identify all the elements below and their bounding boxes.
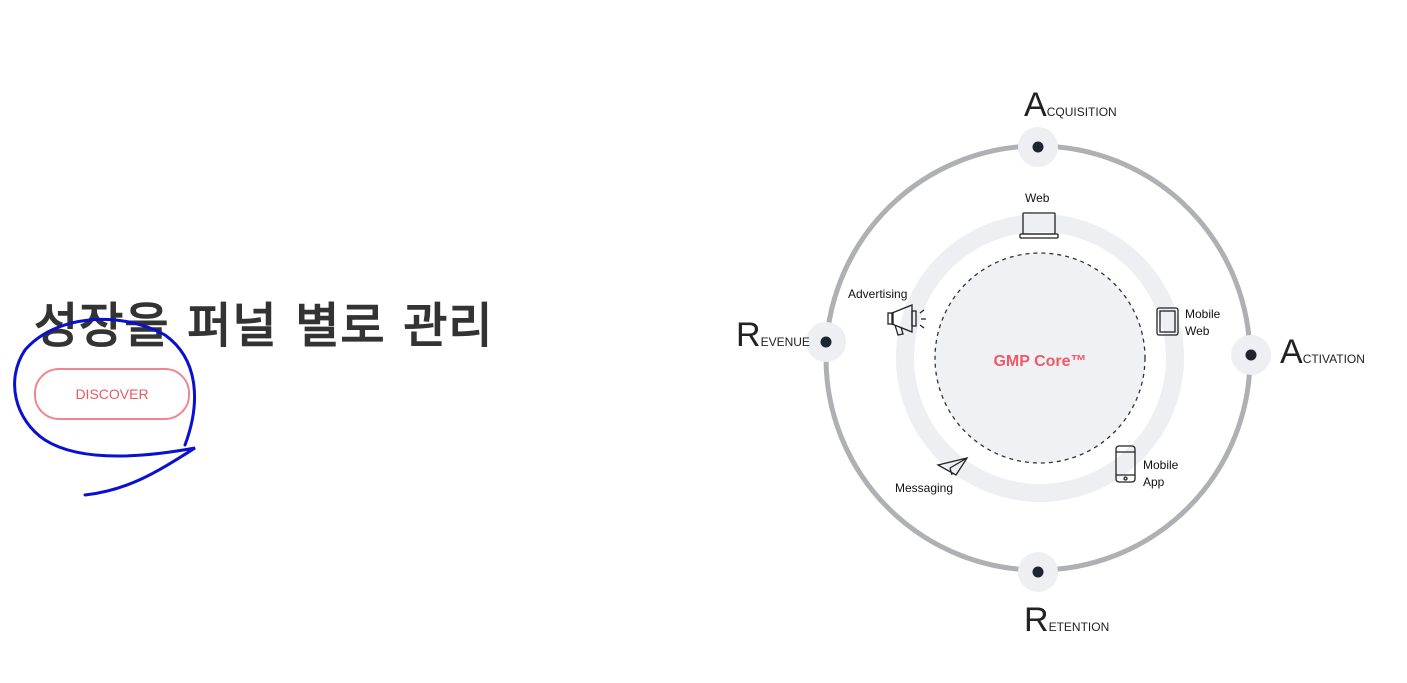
stage-label-activation: Activation xyxy=(1280,333,1365,371)
core-label: GMP Core™ xyxy=(993,353,1087,370)
tablet-icon xyxy=(1156,307,1179,336)
stage-node-activation[interactable] xyxy=(1231,335,1271,375)
core-circle xyxy=(934,252,1146,464)
stage-label-revenue: Revenue xyxy=(736,316,810,354)
channel-ring xyxy=(896,214,1184,502)
label-line: Mobile xyxy=(1143,458,1179,472)
channel-label-web: Web xyxy=(1025,191,1050,205)
smartphone-icon xyxy=(1115,445,1136,483)
stage-label-retention: Retention xyxy=(1024,601,1110,639)
channel-label-advertising: Advertising xyxy=(848,287,908,301)
stage-node-retention[interactable] xyxy=(1018,552,1058,592)
paper-plane-icon xyxy=(936,456,969,476)
stage-node-revenue[interactable] xyxy=(806,322,846,362)
label-line: Web xyxy=(1185,324,1210,338)
label-line: Mobile xyxy=(1185,307,1221,321)
label-line: App xyxy=(1143,475,1165,489)
stage-node-acquisition[interactable] xyxy=(1018,127,1058,167)
laptop-icon xyxy=(1019,212,1059,239)
stage-label-acquisition: Acquisition xyxy=(1024,86,1117,124)
channel-label-messaging: Messaging xyxy=(895,481,954,495)
megaphone-icon xyxy=(887,304,926,336)
